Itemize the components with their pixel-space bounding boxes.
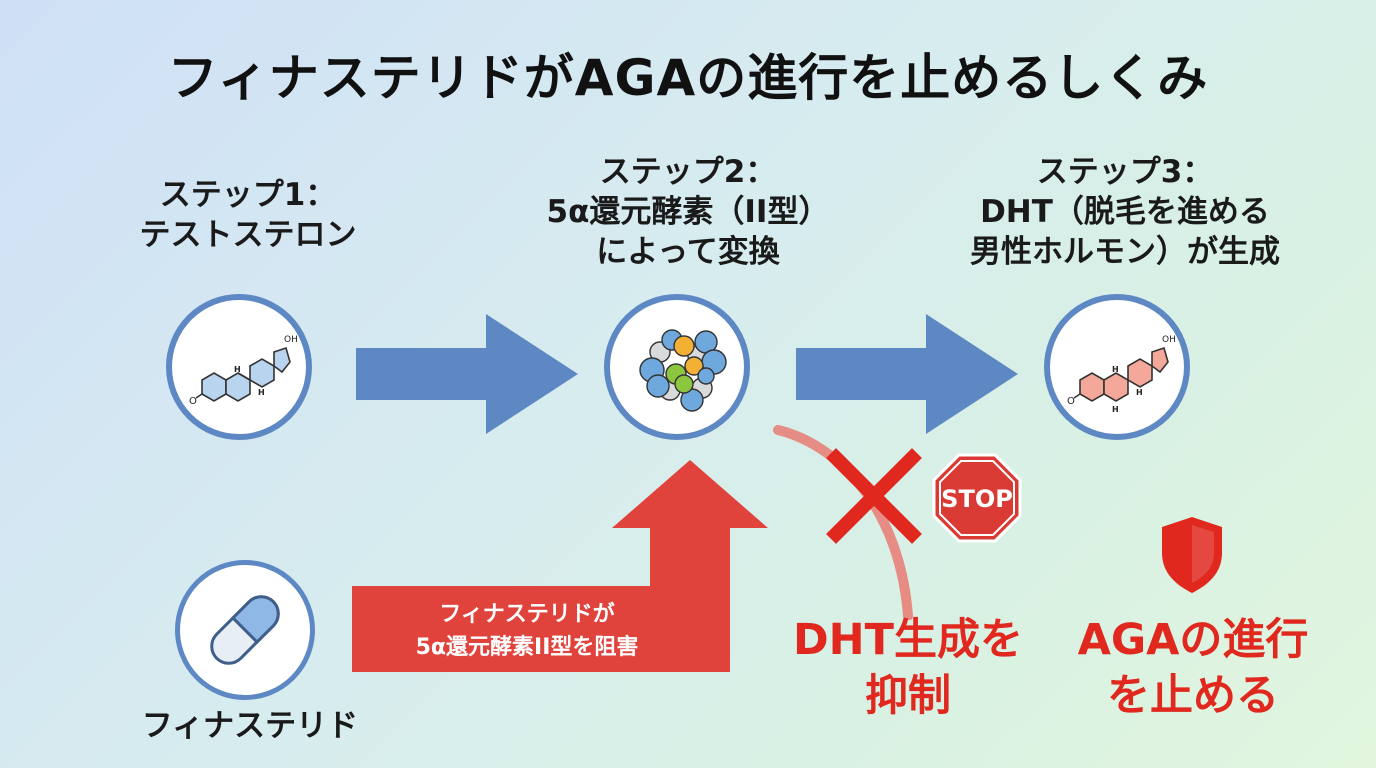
svg-text:O: O (189, 396, 197, 407)
result-2-line-2: を止める (1107, 671, 1279, 721)
inhibit-arrow-label: フィナステリドが 5α還元酵素II型を阻害 (352, 598, 702, 664)
dht-molecule-icon: O OH H H H (1067, 335, 1176, 414)
step-1-line-2: テストステロン (139, 217, 357, 253)
svg-text:O: O (1067, 396, 1075, 407)
flow-arrow-2 (796, 314, 1018, 434)
step-3-label: ステップ3： DHT（脱毛を進める 男性ホルモン）が生成 (935, 152, 1315, 272)
testosterone-molecule-icon: O OH H H (189, 335, 298, 407)
step-2-line-2: 5α還元酵素（II型） (546, 194, 830, 230)
step-3-line-3: 男性ホルモン）が生成 (970, 234, 1280, 270)
result-1-line-1: DHT生成を (792, 615, 1023, 665)
inhibit-line-1: フィナステリドが (439, 602, 615, 627)
step-3-line-2: DHT（脱毛を進める (980, 194, 1270, 230)
step-3-line-1: ステップ3： (1036, 154, 1214, 190)
enzyme-protein-icon (639, 329, 727, 412)
step-2-line-1: ステップ2： (599, 154, 777, 190)
step-2-label: ステップ2： 5α還元酵素（II型） によって変換 (518, 152, 858, 272)
stop-sign-text: STOP (941, 485, 1013, 513)
result-stop-aga: AGAの進行 を止める (1050, 612, 1336, 724)
svg-text:H: H (1136, 388, 1143, 397)
dht-circle: O OH H H H (1044, 294, 1190, 440)
step-1-label: ステップ1： テストステロン (98, 175, 398, 255)
step-2-line-3: によって変換 (596, 234, 780, 270)
inhibit-line-2: 5α還元酵素II型を阻害 (415, 635, 639, 660)
flow-arrow-1 (356, 314, 578, 434)
svg-text:H: H (258, 388, 265, 397)
step-1-line-1: ステップ1： (159, 177, 337, 213)
page-title: フィナステリドがAGAの進行を止めるしくみ (167, 49, 1209, 107)
svg-text:H: H (1112, 365, 1119, 374)
capsule-pill-icon (210, 595, 280, 665)
shield-icon (1162, 517, 1222, 593)
result-1-line-2: 抑制 (865, 671, 951, 721)
testosterone-circle: O OH H H (166, 294, 312, 440)
enzyme-circle (604, 294, 750, 440)
svg-text:H: H (234, 365, 241, 374)
drug-label: フィナステリド (141, 708, 359, 744)
svg-text:OH: OH (284, 335, 298, 345)
inhibit-arrow (352, 460, 768, 672)
result-2-line-1: AGAの進行 (1077, 615, 1309, 665)
stop-sign-icon: STOP (932, 453, 1022, 543)
result-suppress-dht: DHT生成を 抑制 (758, 612, 1058, 724)
svg-text:OH: OH (1162, 335, 1176, 345)
red-x-icon (826, 448, 922, 544)
drug-circle (175, 560, 315, 700)
svg-text:H: H (1112, 405, 1119, 414)
